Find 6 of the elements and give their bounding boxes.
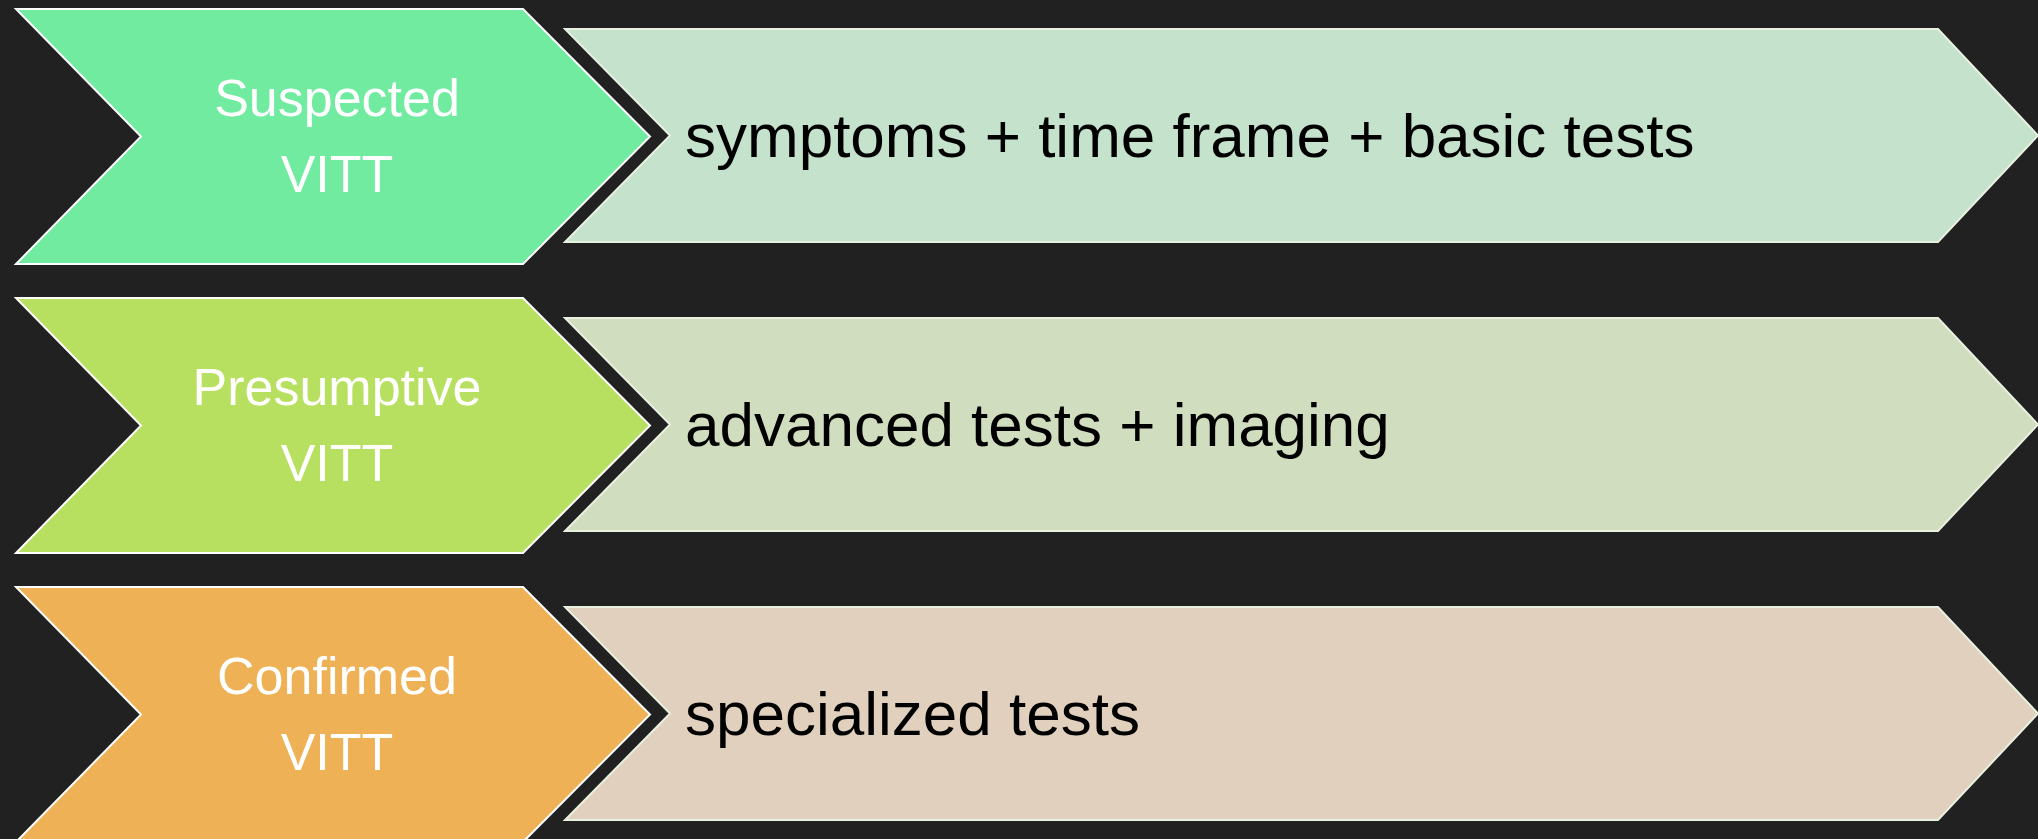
criteria-text: symptoms + time frame + basic tests <box>685 100 1695 171</box>
stage-label: Presumptive VITT <box>191 357 483 494</box>
criteria-text: specialized tests <box>685 678 1140 749</box>
stage-label: Confirmed VITT <box>216 646 458 783</box>
criteria-text: advanced tests + imaging <box>685 389 1390 460</box>
stage-label: Suspected VITT <box>213 68 461 205</box>
